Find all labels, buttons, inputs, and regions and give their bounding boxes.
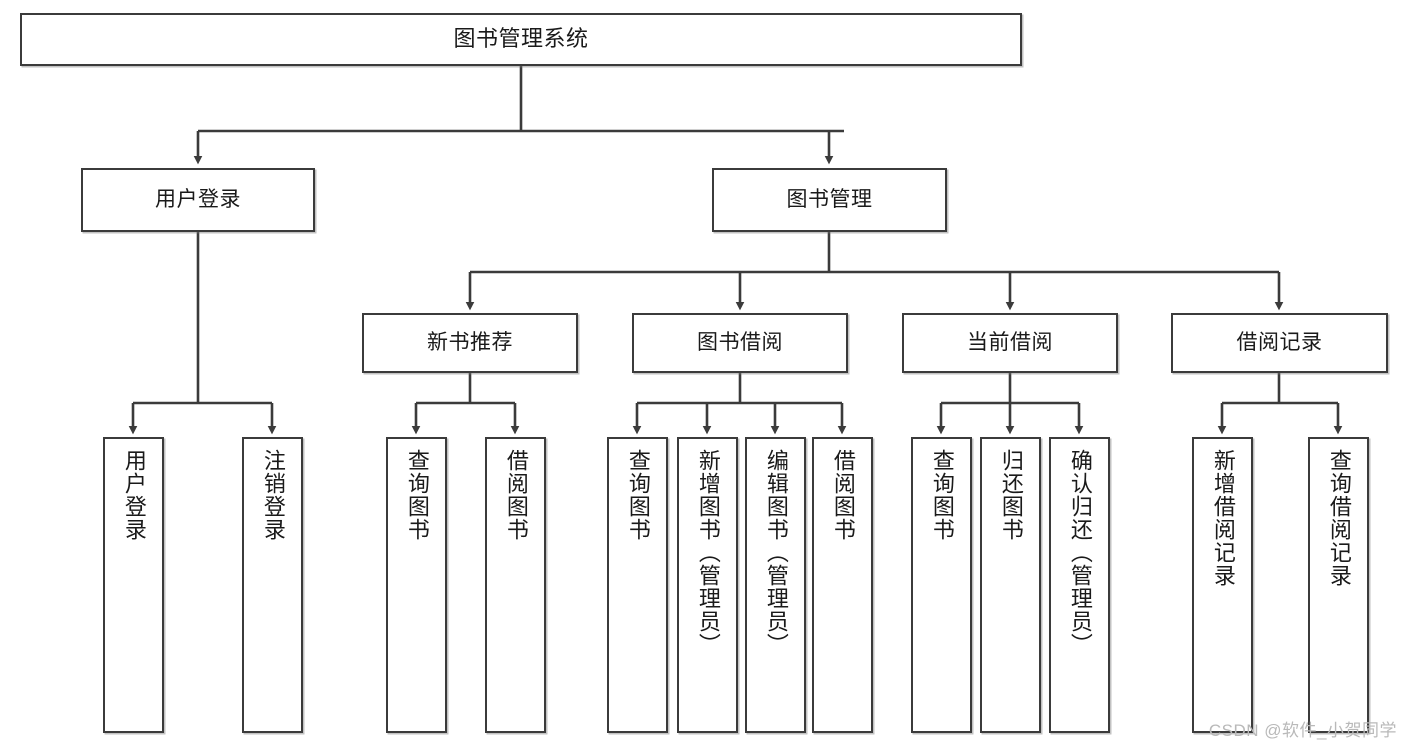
leaf-label: 用户登录 [121, 449, 147, 541]
leaf-user-login-logout[interactable]: 注销登录 [242, 437, 303, 733]
leaf-new-book-borrow[interactable]: 借阅图书 [485, 437, 546, 733]
leaf-book-borrow-query[interactable]: 查询图书 [607, 437, 668, 733]
leaf-current-borrow-return[interactable]: 归还图书 [980, 437, 1041, 733]
leaf-borrow-record-query[interactable]: 查询借阅记录 [1308, 437, 1369, 733]
leaf-book-borrow-edit[interactable]: 编辑图书（管理员） [745, 437, 806, 733]
node-root-label: 图书管理系统 [453, 26, 589, 52]
leaf-label: 查询图书 [404, 449, 430, 541]
leaf-label: 查询图书 [625, 449, 651, 541]
node-borrow-record-label: 借阅记录 [1236, 331, 1323, 355]
leaf-label: 借阅图书 [830, 449, 856, 541]
node-current-borrow[interactable]: 当前借阅 [902, 313, 1118, 373]
node-book-management[interactable]: 图书管理 [712, 168, 947, 232]
leaf-label: 借阅图书 [503, 449, 529, 541]
leaf-borrow-record-add[interactable]: 新增借阅记录 [1192, 437, 1253, 733]
leaf-label: 编辑图书（管理员） [763, 449, 789, 656]
leaf-label: 查询图书 [929, 449, 955, 541]
leaf-label: 新增图书（管理员） [695, 449, 721, 656]
leaf-current-borrow-confirm-return[interactable]: 确认归还（管理员） [1049, 437, 1110, 733]
leaf-label: 注销登录 [260, 449, 286, 541]
leaf-label: 查询借阅记录 [1326, 449, 1352, 587]
node-user-login-label: 用户登录 [155, 188, 241, 212]
leaf-new-book-query[interactable]: 查询图书 [386, 437, 447, 733]
leaf-book-borrow-borrow[interactable]: 借阅图书 [812, 437, 873, 733]
node-book-management-label: 图书管理 [786, 188, 873, 212]
leaf-user-login-login[interactable]: 用户登录 [103, 437, 164, 733]
leaf-label: 新增借阅记录 [1210, 449, 1236, 587]
node-borrow-record[interactable]: 借阅记录 [1171, 313, 1388, 373]
node-root[interactable]: 图书管理系统 [20, 13, 1022, 66]
node-book-borrow-label: 图书借阅 [697, 331, 783, 355]
node-book-borrow[interactable]: 图书借阅 [632, 313, 848, 373]
node-new-book-recommend[interactable]: 新书推荐 [362, 313, 578, 373]
node-new-book-recommend-label: 新书推荐 [427, 331, 513, 355]
leaf-current-borrow-query[interactable]: 查询图书 [911, 437, 972, 733]
node-user-login[interactable]: 用户登录 [81, 168, 315, 232]
node-current-borrow-label: 当前借阅 [967, 331, 1053, 355]
leaf-book-borrow-add[interactable]: 新增图书（管理员） [677, 437, 738, 733]
leaf-label: 归还图书 [998, 449, 1024, 541]
leaf-label: 确认归还（管理员） [1067, 449, 1093, 656]
